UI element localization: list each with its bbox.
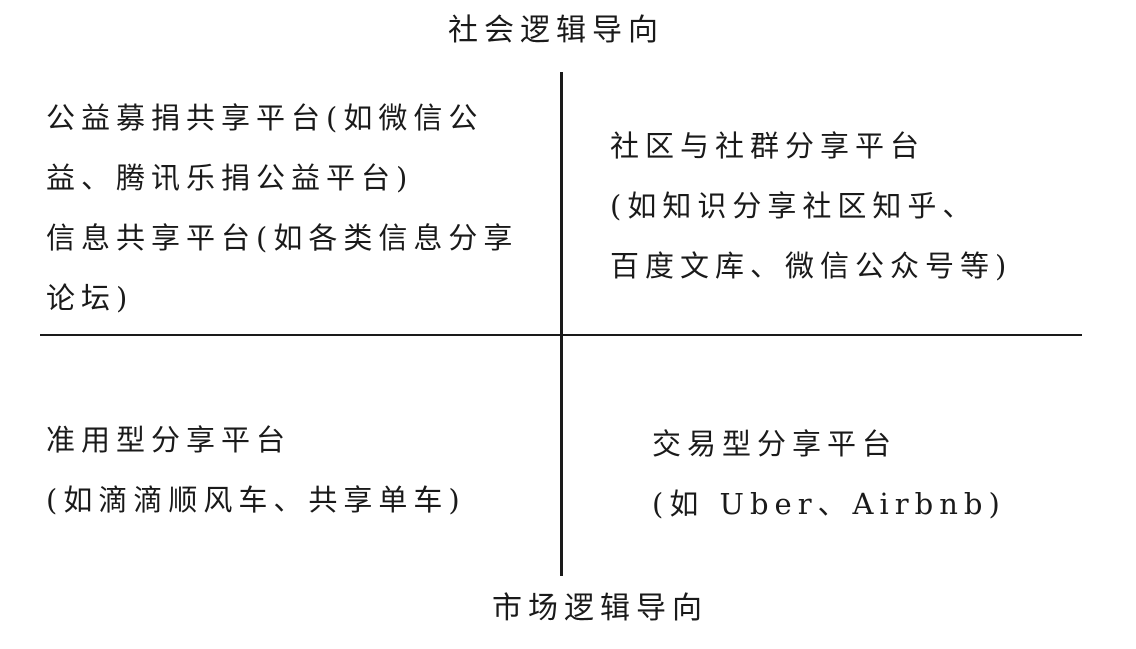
quadrant-top-left-line: 公益募捐共享平台(如微信公 — [46, 101, 484, 135]
quadrant-bottom-right: 交易型分享平台 (如 Uber、Airbnb) — [652, 414, 1006, 534]
quadrant-top-left-line: 信息共享平台(如各类信息分享 — [46, 221, 519, 255]
quadrant-top-right-line: (如知识分享社区知乎、 — [610, 189, 978, 223]
horizontal-axis-line — [40, 334, 1082, 336]
bottom-axis-label: 市场逻辑导向 — [492, 591, 708, 626]
quadrant-top-left: 公益募捐共享平台(如微信公 益、腾讯乐捐公益平台) 信息共享平台(如各类信息分享… — [46, 88, 518, 328]
quadrant-top-right-line: 社区与社群分享平台 — [610, 129, 926, 163]
vertical-axis-line — [560, 72, 563, 576]
top-axis-label: 社会逻辑导向 — [448, 13, 664, 48]
quadrant-bottom-left: 准用型分享平台 (如滴滴顺风车、共享单车) — [46, 410, 466, 530]
quadrant-bottom-left-line: (如滴滴顺风车、共享单车) — [46, 483, 466, 517]
quadrant-bottom-right-line: (如 Uber、Airbnb) — [652, 487, 1006, 521]
quadrant-bottom-left-line: 准用型分享平台 — [46, 423, 292, 457]
quadrant-top-left-line: 益、腾讯乐捐公益平台) — [46, 161, 414, 195]
quadrant-bottom-right-line: 交易型分享平台 — [652, 427, 898, 461]
quadrant-top-right: 社区与社群分享平台 (如知识分享社区知乎、 百度文库、微信公众号等) — [610, 116, 1012, 296]
quadrant-top-left-line: 论坛) — [46, 281, 134, 315]
quadrant-top-right-line: 百度文库、微信公众号等) — [610, 249, 1013, 283]
